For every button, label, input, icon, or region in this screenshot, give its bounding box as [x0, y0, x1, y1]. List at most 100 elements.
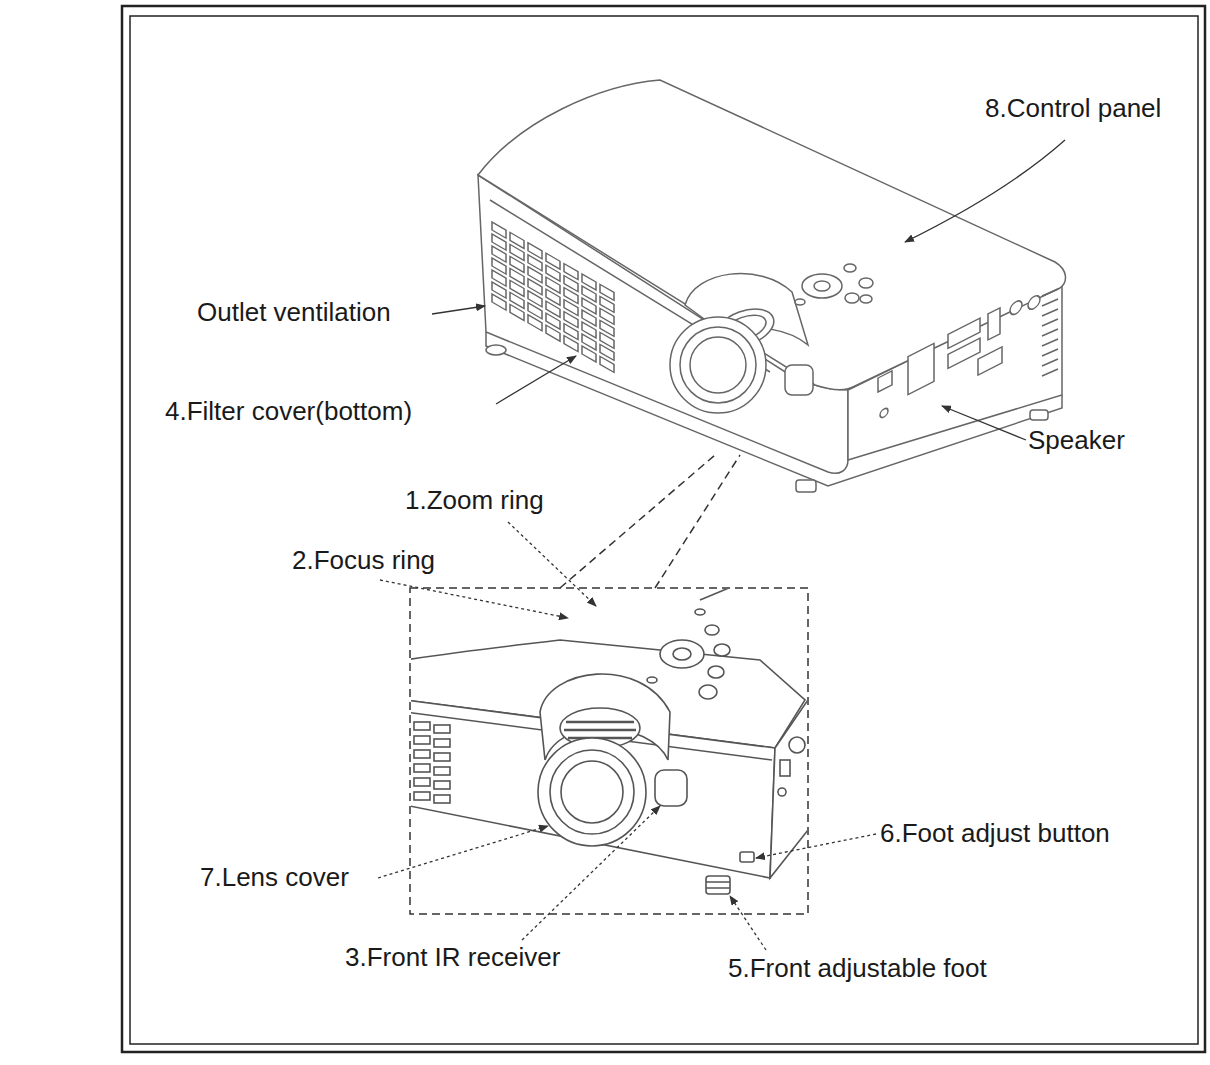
- inset-guide-lines: [560, 455, 740, 588]
- vent-slot: [434, 725, 450, 733]
- inset-foot: [706, 876, 730, 894]
- inset-port: [780, 760, 790, 776]
- lens-outer: [670, 317, 766, 413]
- vent-slot: [434, 781, 450, 789]
- vent-slot: [434, 795, 450, 803]
- vent-slot: [414, 750, 430, 758]
- button: [647, 677, 657, 683]
- inset-vents: [414, 722, 450, 803]
- leader-outlet: [432, 306, 485, 314]
- button: [699, 685, 717, 699]
- rear-foot: [486, 345, 506, 355]
- speaker-grille: [908, 343, 934, 394]
- leader-zoom: [508, 522, 596, 606]
- part-label: 5.Front adjustable foot: [728, 953, 987, 983]
- side-vent: [1042, 289, 1058, 376]
- button: [814, 281, 830, 291]
- direction-pad: [802, 274, 842, 298]
- double-frame: [122, 6, 1205, 1052]
- button: [845, 293, 859, 303]
- part-label: 3.Front IR receiver: [345, 942, 560, 972]
- vga-port: [948, 338, 980, 368]
- inset-buttons: [647, 609, 730, 699]
- port: [988, 308, 1000, 340]
- leader-lens-cover: [378, 826, 548, 878]
- vent-slot: [528, 315, 542, 331]
- vent-slot: [414, 778, 430, 786]
- vent-slot: [600, 356, 614, 372]
- part-label: 8.Control panel: [985, 93, 1161, 123]
- vent-slot: [510, 304, 524, 320]
- inset-right-face: [770, 700, 807, 878]
- vent-slot: [414, 764, 430, 772]
- part-label: Outlet ventilation: [197, 297, 391, 327]
- button: [714, 644, 730, 656]
- vent-grille: [492, 222, 614, 372]
- leader-front-foot: [730, 896, 766, 950]
- button: [860, 295, 872, 303]
- vent-slot: [564, 336, 578, 352]
- ring-grip: [564, 722, 636, 738]
- vent-lines: [1042, 289, 1058, 376]
- frame-outer: [122, 6, 1205, 1052]
- jack: [1028, 293, 1040, 311]
- button: [844, 264, 856, 272]
- vent-slot: [434, 767, 450, 775]
- leader-speaker: [942, 406, 1026, 440]
- button: [859, 278, 873, 288]
- control-buttons: [795, 264, 873, 305]
- part-label: 7.Lens cover: [200, 862, 349, 892]
- leader-ir: [522, 806, 660, 940]
- frame-inner: [130, 16, 1198, 1044]
- zoom-inset: [405, 455, 808, 914]
- port: [978, 347, 1002, 375]
- jack: [1010, 299, 1022, 317]
- rear-ports: [878, 287, 1040, 426]
- vent-slot: [414, 736, 430, 744]
- button: [673, 648, 691, 660]
- vent-slot: [546, 325, 560, 341]
- inset-jack: [778, 788, 786, 796]
- feet: [486, 345, 1048, 492]
- ir-window: [785, 365, 813, 395]
- part-label: 4.Filter cover(bottom): [165, 396, 412, 426]
- inset-lens-mid: [550, 750, 634, 834]
- leader-foot-button: [756, 834, 876, 858]
- part-label: 1.Zoom ring: [405, 485, 544, 515]
- vent-slot: [492, 294, 506, 310]
- inset-lens-glass: [561, 761, 623, 823]
- top-face: [478, 80, 1065, 390]
- foot-grip: [706, 882, 730, 888]
- inset-ir-window: [655, 770, 687, 806]
- foot: [1030, 410, 1048, 420]
- button: [695, 609, 705, 615]
- lens-glass: [690, 337, 746, 393]
- front-foot: [796, 480, 816, 492]
- button: [705, 625, 719, 635]
- inset-foot-button: [740, 852, 754, 862]
- vent-slot: [582, 346, 596, 362]
- leader-focus: [380, 580, 568, 618]
- inset-lens-outer: [538, 738, 646, 846]
- part-label: 2.Focus ring: [292, 545, 435, 575]
- part-label: 6.Foot adjust button: [880, 818, 1110, 848]
- panel-edge: [700, 589, 760, 600]
- lens-mid: [680, 327, 756, 403]
- part-label: Speaker: [1028, 425, 1125, 455]
- vent-slot: [414, 792, 430, 800]
- inset-projector: [411, 589, 807, 894]
- vent-slot: [434, 739, 450, 747]
- vent-slot: [434, 753, 450, 761]
- leader-filter: [496, 356, 576, 404]
- button: [795, 299, 805, 305]
- jack: [880, 407, 888, 419]
- port: [878, 371, 892, 392]
- vent-slot: [414, 722, 430, 730]
- projector-body: [478, 80, 1065, 492]
- direction-pad: [660, 640, 704, 668]
- leader-control-panel: [905, 140, 1065, 242]
- button: [708, 666, 724, 678]
- inset-jack: [789, 737, 805, 753]
